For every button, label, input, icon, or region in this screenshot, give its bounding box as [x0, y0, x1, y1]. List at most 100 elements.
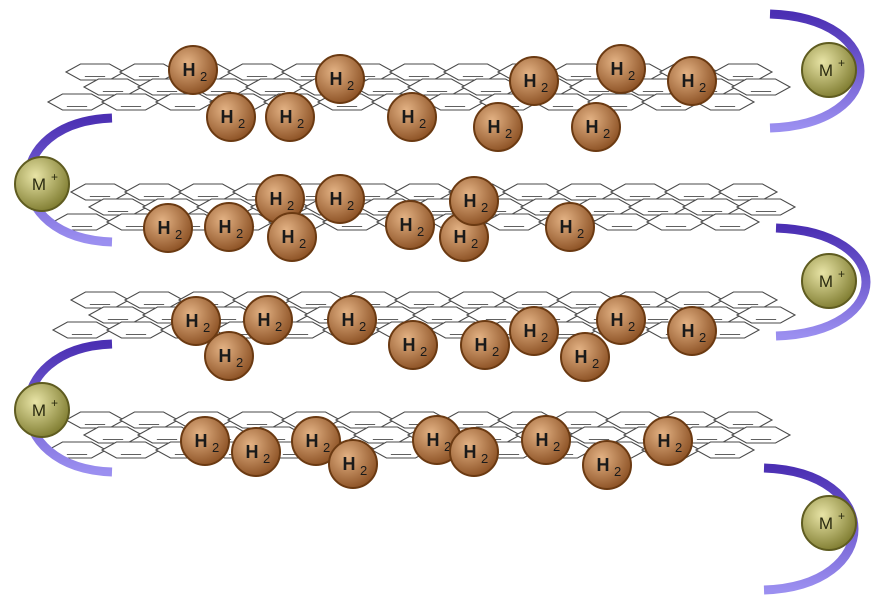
h2-subscript: 2 [236, 226, 243, 241]
h2-subscript: 2 [212, 440, 219, 455]
h2-sphere [243, 295, 293, 345]
hexagon-ring [334, 411, 396, 429]
h2-sphere [509, 56, 559, 106]
h2-subscript: 2 [347, 78, 354, 93]
hexagon-ring [177, 183, 239, 201]
h2-label: H [560, 217, 573, 237]
h2-sphere [385, 200, 435, 250]
hexagon-ring [568, 426, 630, 444]
h2-subscript: 2 [203, 320, 210, 335]
h2-subscript: 2 [263, 451, 270, 466]
h2-label: H [586, 117, 599, 137]
h2-sphere [168, 45, 218, 95]
hexagon-ring [663, 291, 725, 309]
h2-sphere [206, 92, 256, 142]
h2-subscript: 2 [287, 198, 294, 213]
h2-label: H [488, 117, 501, 137]
h2-label: H [524, 321, 537, 341]
hexagon-ring [663, 183, 725, 201]
metal-ion-charge: + [838, 56, 845, 70]
metal-ion: M+ [14, 382, 70, 438]
h2-subscript: 2 [417, 224, 424, 239]
h2-sphere [596, 295, 646, 345]
hexagon-ring [735, 306, 797, 324]
h2-subscript: 2 [577, 226, 584, 241]
hexagon-ring [501, 291, 563, 309]
hexagon-ring [694, 441, 756, 459]
h2-sphere [460, 320, 510, 370]
h2-subscript: 2 [323, 440, 330, 455]
h2-subscript: 2 [175, 227, 182, 242]
hexagon-ring [555, 183, 617, 201]
h2-subscript: 2 [419, 116, 426, 131]
metal-ion-sphere [801, 495, 857, 551]
h2-sphere [180, 416, 230, 466]
h2-sphere [667, 56, 717, 106]
h2-sphere [327, 295, 377, 345]
hexagon-ring [735, 198, 797, 216]
hexagon-ring [87, 198, 149, 216]
h2-label: H [183, 60, 196, 80]
h2-subscript: 2 [444, 439, 451, 454]
hexagon-ring [64, 411, 126, 429]
hexagon-ring [82, 78, 144, 96]
h2-label: H [221, 107, 234, 127]
h2-sphere [560, 332, 610, 382]
h2-subscript: 2 [299, 236, 306, 251]
hexagon-ring [730, 78, 792, 96]
hexagon-ring [712, 63, 774, 81]
h2-subscript: 2 [481, 451, 488, 466]
h2-sphere [521, 415, 571, 465]
hexagon-ring [442, 63, 504, 81]
h2-sphere [509, 306, 559, 356]
h2-sphere [291, 416, 341, 466]
metal-ions: M+M+M+M+M+ [14, 42, 857, 551]
metal-ion-sphere [801, 253, 857, 309]
h2-subscript: 2 [359, 319, 366, 334]
h2-label: H [270, 189, 283, 209]
hexagon-ring [681, 198, 743, 216]
h2-sphere [315, 54, 365, 104]
h2-label: H [464, 442, 477, 462]
h2-label: H [454, 227, 467, 247]
h2-label: H [575, 347, 588, 367]
h2-sphere [204, 331, 254, 381]
hexagon-ring [717, 183, 779, 201]
h2-label: H [343, 454, 356, 474]
hexagon-ring [100, 93, 162, 111]
h2-sphere [231, 427, 281, 477]
h2-subscript: 2 [360, 463, 367, 478]
metal-ion-sphere [14, 382, 70, 438]
h2-label: H [682, 321, 695, 341]
hexagon-ring [154, 93, 216, 111]
h2-label: H [330, 189, 343, 209]
h2-label: H [219, 217, 232, 237]
h2-subscript: 2 [541, 330, 548, 345]
hexagon-ring [226, 411, 288, 429]
hexagon-ring [118, 411, 180, 429]
hexagon-ring [352, 426, 414, 444]
h2-subscript: 2 [505, 126, 512, 141]
metal-ion-charge: + [838, 267, 845, 281]
hexagon-ring [46, 93, 108, 111]
metal-ion-label: M [819, 61, 833, 80]
hexagon-ring [483, 213, 545, 231]
hexagon-ring [609, 183, 671, 201]
h2-label: H [186, 311, 199, 331]
